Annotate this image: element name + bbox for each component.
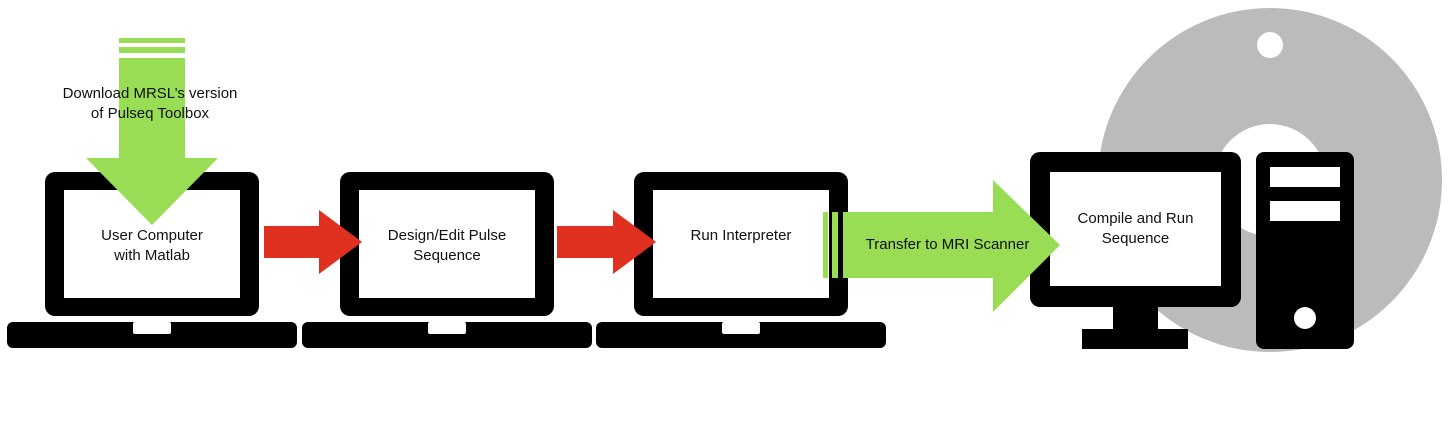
download-label-line2: of Pulseq Toolbox <box>90 105 210 122</box>
user-computer-label-line2: with Matlab <box>114 247 190 264</box>
red-arrow-2 <box>557 210 656 274</box>
compile-label: Compile and Run Sequence <box>1050 209 1221 249</box>
design-label-line2: Sequence <box>413 247 481 264</box>
compile-label-line2: Sequence <box>1101 230 1170 247</box>
desktop-computer-icon <box>1030 152 1354 349</box>
transfer-arrow <box>823 180 1060 312</box>
compile-label-line1: Compile and Run <box>1077 210 1194 227</box>
interpreter-label: Run Interpreter <box>653 226 829 246</box>
user-computer-label-line1: User Computer <box>101 227 203 244</box>
design-label-line1: Design/Edit Pulse <box>387 227 507 244</box>
transfer-label-line1: Transfer to MRI Scanner <box>865 236 1030 253</box>
download-label-line1: Download MRSL’s version <box>62 85 238 102</box>
transfer-label: Transfer to MRI Scanner <box>850 235 1045 255</box>
download-arrow <box>86 38 218 225</box>
download-label: Download MRSL’s version of Pulseq Toolbo… <box>30 84 270 124</box>
design-label: Design/Edit Pulse Sequence <box>359 226 535 266</box>
interpreter-label-line1: Run Interpreter <box>690 227 792 244</box>
laptop-icon-design <box>302 172 592 348</box>
laptop-icon-interpreter <box>596 172 886 348</box>
user-computer-label: User Computer with Matlab <box>64 226 240 266</box>
red-arrow-1 <box>264 210 362 274</box>
laptop-icon-user-computer <box>7 172 297 348</box>
